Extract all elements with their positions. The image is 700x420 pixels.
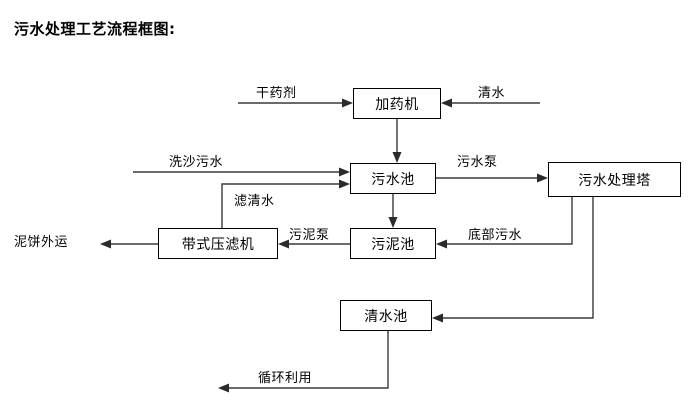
node-dosing-machine[interactable]: 加药机: [353, 88, 441, 119]
node-clear-water-pool[interactable]: 清水池: [340, 300, 432, 331]
arrowhead-sludge-pump: [278, 239, 289, 249]
node-wastewater-pool[interactable]: 污水池: [350, 163, 436, 194]
node-label: 污水池: [371, 171, 415, 188]
label-filtered-water: 滤清水: [234, 194, 275, 209]
node-label: 加药机: [375, 96, 419, 113]
arrowhead-sandwash: [339, 167, 350, 177]
arrowhead-wastepool-down: [388, 217, 398, 228]
arrowhead-sewage-pump: [537, 173, 548, 183]
label-mudcake-transport-out: 泥饼外运: [14, 235, 69, 250]
arrowhead-mudcake: [100, 239, 111, 249]
arrowhead-clean-water: [441, 98, 452, 108]
arrowhead-dosing-down: [392, 152, 402, 163]
node-label: 清水池: [364, 308, 408, 325]
edge-clearpool-to-recycle: [226, 331, 389, 389]
arrowhead-bottom-sewage: [436, 239, 447, 249]
node-label: 污水处理塔: [578, 172, 651, 189]
node-sludge-pool[interactable]: 污泥池: [350, 228, 436, 259]
label-sewage-pump: 污水泵: [457, 155, 498, 170]
edge-bottom-sewage-to-sludgepool: [444, 197, 573, 245]
edge-filtered-water-to-wastepool: [221, 183, 342, 228]
node-belt-filter-press[interactable]: 带式压滤机: [158, 228, 278, 259]
arrowhead-dry-chemical: [342, 98, 353, 108]
arrowhead-recycle: [218, 383, 229, 393]
label-sand-wash-water: 洗沙污水: [169, 155, 224, 170]
label-dry-chemical: 干药剂: [256, 86, 297, 101]
arrowhead-filtered-water: [339, 179, 350, 189]
node-label: 带式压滤机: [181, 236, 255, 253]
edge-tower-to-clearpool: [440, 197, 594, 319]
label-clean-water: 清水: [478, 86, 506, 101]
node-label: 污泥池: [371, 236, 415, 253]
node-sewage-treatment-tower[interactable]: 污水处理塔: [548, 162, 681, 197]
label-bottom-sewage: 底部污水: [468, 228, 523, 243]
arrowhead-clearpool: [432, 313, 443, 323]
label-sludge-pump: 污泥泵: [289, 228, 330, 243]
label-recycle-use: 循环利用: [258, 371, 313, 386]
page-title: 污水处理工艺流程框图:: [14, 20, 176, 38]
